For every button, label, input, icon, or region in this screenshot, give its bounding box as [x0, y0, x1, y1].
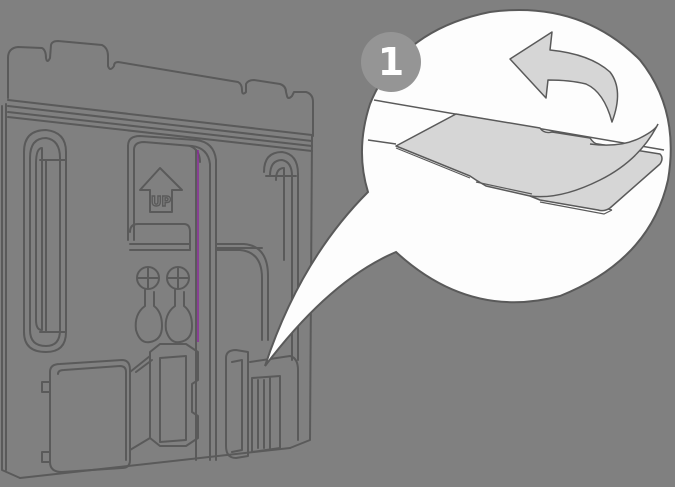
bracket-left-edge	[1, 105, 21, 479]
curved-arrow-icon	[509, 31, 619, 123]
up-arrow-icon	[139, 167, 183, 213]
bottom-left-pad	[49, 359, 131, 473]
right-slot	[263, 151, 299, 361]
step-number-badge: 1	[361, 32, 421, 92]
bottom-right-clip	[225, 349, 249, 459]
keyhole-right	[164, 289, 193, 344]
keyhole-left	[134, 289, 163, 344]
center-tab	[127, 135, 217, 251]
peeling-liner	[529, 123, 659, 198]
adhesive-pad	[395, 113, 663, 212]
step-number: 1	[377, 40, 405, 84]
bottom-center-clip	[149, 343, 199, 447]
bracket-top-edge	[7, 40, 314, 137]
callout-bubble	[264, 9, 672, 367]
